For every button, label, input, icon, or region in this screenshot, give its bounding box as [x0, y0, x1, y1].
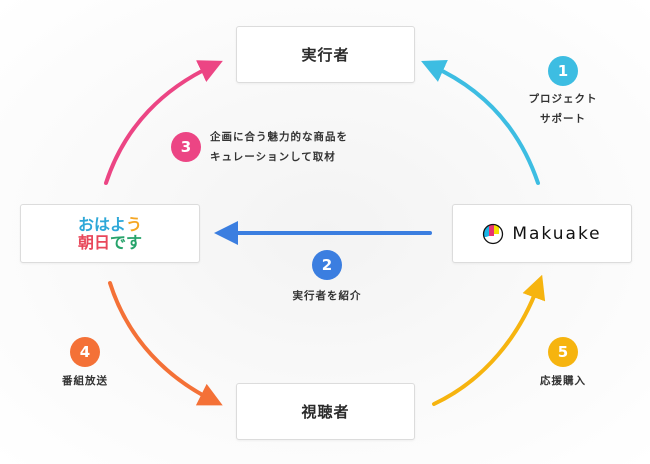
logo-char: う — [126, 214, 143, 234]
step-2-label-line: 実行者を紹介 — [292, 290, 362, 302]
executor-node: 実行者 — [236, 26, 415, 83]
step-1-label: プロジェクト サポート — [522, 89, 604, 129]
logo-char: 日 — [93, 232, 110, 252]
logo-char: お — [77, 214, 94, 234]
step-5-badge: 5 — [548, 337, 578, 367]
step-5-label-line: 応援購入 — [540, 375, 586, 387]
arrow-4-broadcast — [108, 281, 223, 406]
viewer-node: 視聴者 — [236, 383, 415, 440]
logo-char: 朝 — [77, 232, 94, 252]
step-1-number: 1 — [557, 62, 569, 80]
logo-char: は — [93, 214, 110, 234]
logo-char: で — [110, 232, 127, 252]
step-4-number: 4 — [79, 343, 91, 361]
makuake-wordmark: Makuake — [512, 223, 602, 244]
step-2-number: 2 — [321, 256, 333, 274]
step-5-label: 応援購入 — [523, 371, 603, 391]
step-5-number: 5 — [557, 343, 569, 361]
step-3-label: 企画に合う魅力的な商品を キュレーションして取材 — [210, 127, 348, 167]
step-3-label-line: 企画に合う魅力的な商品を — [210, 131, 348, 143]
step-3-label-line: キュレーションして取材 — [210, 151, 336, 163]
step-2-badge: 2 — [312, 250, 342, 280]
arrow-1-project-support — [421, 60, 540, 185]
ohayo-asahi-desu-logo: おはよう 朝日です — [77, 214, 143, 252]
viewer-label: 視聴者 — [301, 403, 350, 421]
arrow-3-curation — [104, 60, 223, 185]
step-1-badge: 1 — [548, 56, 578, 86]
step-4-badge: 4 — [70, 337, 100, 367]
step-1-label-line: サポート — [540, 113, 586, 125]
step-2-label: 実行者を紹介 — [270, 286, 384, 306]
makuake-logo-icon — [483, 223, 504, 244]
logo-char: す — [126, 232, 143, 252]
logo-char: よ — [110, 214, 127, 234]
executor-label: 実行者 — [301, 46, 350, 64]
arrow-5-support-purchase — [432, 274, 546, 406]
ohayo-asahi-desu-node: おはよう 朝日です — [20, 204, 200, 263]
step-3-badge: 3 — [171, 132, 201, 162]
step-1-label-line: プロジェクト — [528, 93, 598, 105]
step-4-label-line: 番組放送 — [62, 375, 108, 387]
makuake-node: Makuake — [452, 204, 632, 263]
step-4-label: 番組放送 — [45, 371, 125, 391]
step-3-number: 3 — [180, 138, 192, 156]
